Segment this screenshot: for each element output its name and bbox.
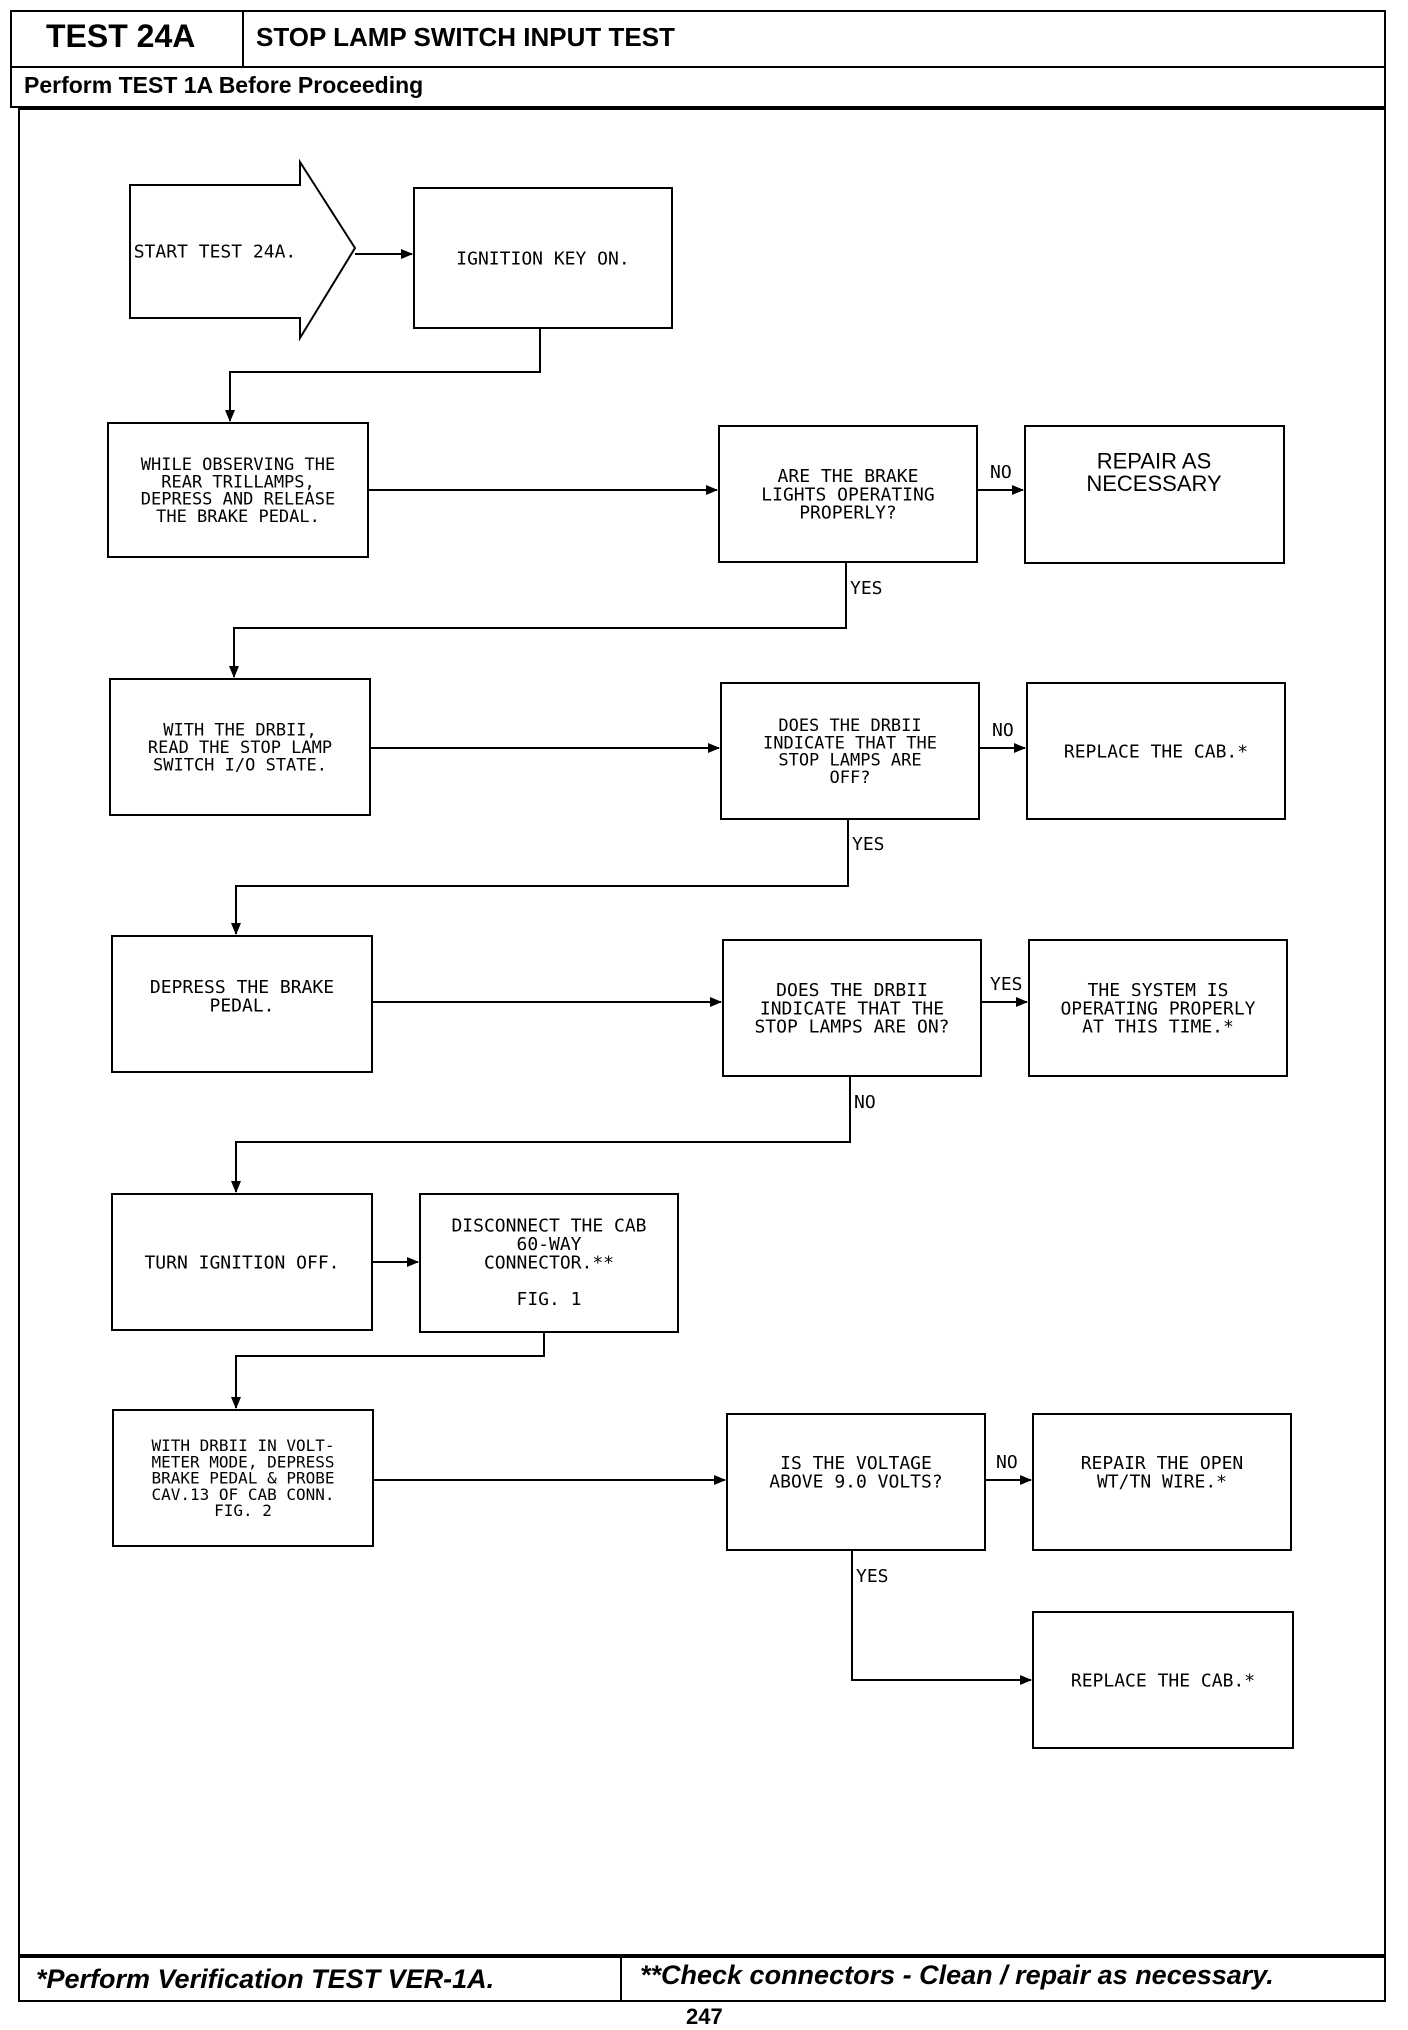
question-on-box bbox=[722, 939, 982, 1077]
connector bbox=[851, 1550, 1032, 1685]
replace-cab-box-1 bbox=[1026, 682, 1286, 820]
connector bbox=[231, 1332, 545, 1409]
footer-verify-note: *Perform Verification TEST VER-1A. bbox=[36, 1964, 495, 1994]
branch-label-no: NO bbox=[854, 1092, 876, 1113]
connector bbox=[231, 1076, 851, 1193]
replace-cab-box-2 bbox=[1032, 1611, 1294, 1749]
test-id: TEST 24A bbox=[46, 18, 196, 54]
branch-label-yes: YES bbox=[850, 578, 883, 599]
branch-label-yes: YES bbox=[990, 974, 1023, 995]
ignition-on-text: IGNITION KEY ON. bbox=[456, 248, 629, 269]
footer-frame bbox=[18, 1956, 1386, 2002]
connector bbox=[231, 819, 849, 935]
voltmeter-box bbox=[112, 1409, 374, 1547]
replace-cab-text-2: REPLACE THE CAB.* bbox=[1071, 1670, 1255, 1691]
ignition-on-box bbox=[413, 187, 673, 329]
branch-label-no: NO bbox=[996, 1452, 1018, 1473]
ignition-off-text: TURN IGNITION OFF. bbox=[144, 1252, 339, 1273]
branch-label-no: NO bbox=[990, 462, 1012, 483]
replace-cab-text-1: REPLACE THE CAB.* bbox=[1064, 741, 1248, 762]
repair-wire-box bbox=[1032, 1413, 1292, 1551]
flowchart: START TEST 24A. IGNITION KEY ON. WHILE OBS… bbox=[107, 158, 1294, 1749]
depress-box bbox=[111, 935, 373, 1073]
connector bbox=[225, 328, 541, 422]
connector bbox=[229, 562, 847, 678]
prerequisite-note: Perform TEST 1A Before Proceeding bbox=[24, 72, 424, 98]
branch-label-no: NO bbox=[992, 720, 1014, 741]
footer-check-note: **Check connectors - Clean / repair as n… bbox=[640, 1960, 1274, 1990]
start-arrow-shape bbox=[129, 158, 357, 342]
branch-label-yes: YES bbox=[852, 834, 885, 855]
disconnect-box bbox=[419, 1193, 679, 1333]
question-off-box bbox=[720, 682, 980, 820]
start-text: START TEST 24A. bbox=[134, 241, 297, 262]
question-lights-box bbox=[718, 425, 978, 563]
question-volt-box bbox=[726, 1413, 986, 1551]
ok-box bbox=[1028, 939, 1288, 1077]
branch-label-yes: YES bbox=[856, 1566, 889, 1587]
page-number: 247 bbox=[686, 2004, 723, 2029]
diagram-frame bbox=[18, 108, 1386, 1956]
test-name: STOP LAMP SWITCH INPUT TEST bbox=[256, 22, 675, 52]
repair-box bbox=[1024, 425, 1285, 564]
